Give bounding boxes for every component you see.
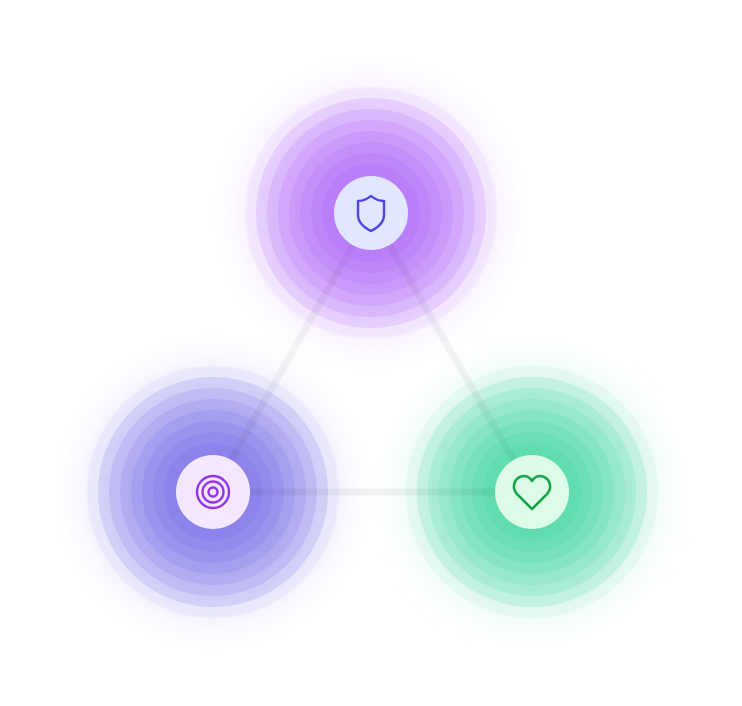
left-node <box>176 455 250 529</box>
top-node <box>334 176 408 250</box>
top-node-core <box>334 176 408 250</box>
connector-top-right <box>367 211 536 494</box>
shield-icon <box>356 194 386 233</box>
connectors <box>209 211 536 496</box>
right-node-core <box>495 455 569 529</box>
right-node <box>495 455 569 529</box>
heart-icon <box>512 474 552 511</box>
left-node-core <box>176 455 250 529</box>
connector-top-left <box>209 211 375 494</box>
target-icon <box>195 474 231 510</box>
